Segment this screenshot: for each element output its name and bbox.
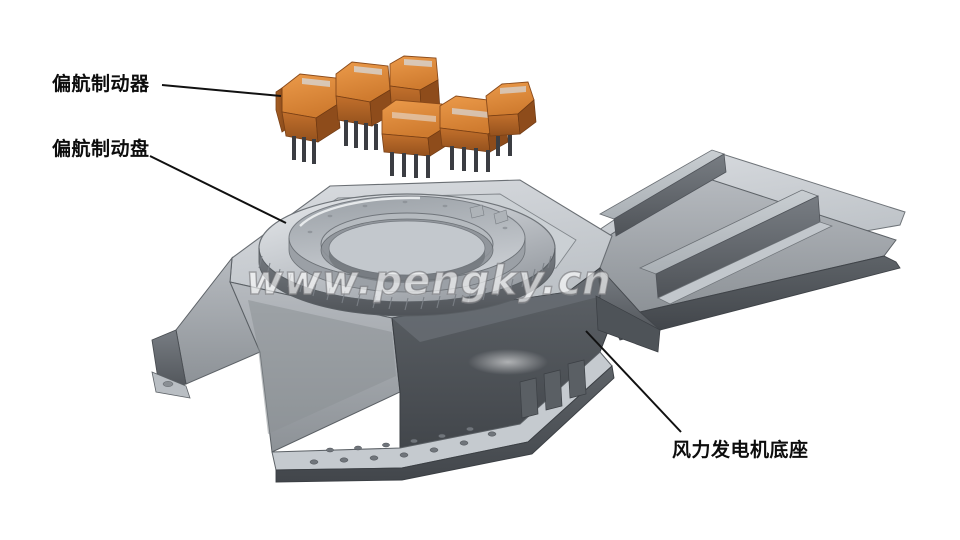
bolt-holes-row-a	[309, 431, 497, 465]
bolt-holes-row-b	[326, 426, 474, 453]
label-yaw-brake: 偏航制动器	[52, 73, 150, 95]
leader-yaw-brake-disc	[149, 155, 287, 224]
brake-caliper-2	[335, 61, 393, 150]
base-ribs	[519, 359, 587, 419]
caliper-pins-1	[292, 136, 316, 164]
nacelle-base-frame	[151, 149, 906, 483]
yaw-brake-calipers	[275, 55, 537, 178]
caliper-pins-4	[390, 152, 430, 178]
label-turbine-base: 风力发电机底座	[672, 439, 809, 461]
leader-lines	[149, 84, 682, 433]
label-yaw-brake-disc: 偏航制动盘	[52, 138, 150, 160]
brake-caliper-1	[275, 73, 341, 164]
ring-gear-teeth	[258, 255, 552, 311]
leader-turbine-base	[585, 330, 682, 433]
caliper-pins-6	[496, 135, 512, 156]
brake-caliper-6	[485, 81, 537, 156]
leader-yaw-brake	[161, 84, 282, 97]
caliper-pins-5	[450, 146, 490, 172]
caliper-pins-2	[344, 120, 378, 150]
yaw-brake-disc	[258, 193, 556, 317]
ring-bolt-dimples	[307, 200, 508, 234]
brake-caliper-4	[381, 99, 447, 178]
